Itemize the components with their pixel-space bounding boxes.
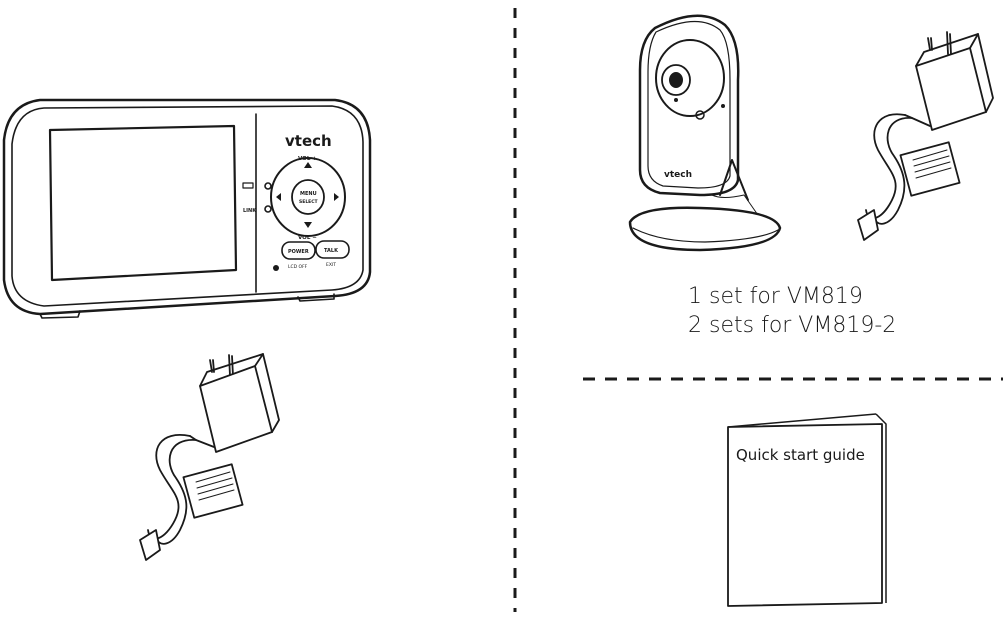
monitor-exit-label: EXIT — [326, 262, 336, 268]
monitor-lcd-off-label: LCD OFF — [288, 264, 308, 270]
quick-start-guide-booklet — [727, 413, 887, 607]
monitor-vol-up-label: VOL + — [298, 156, 317, 162]
monitor-link-label: LINK — [243, 208, 257, 214]
baby-camera — [628, 14, 782, 252]
monitor-power-label: POWER — [288, 249, 309, 255]
power-adapter-left — [139, 353, 280, 561]
camera-quantity-caption: 1 set for VM819 2 sets for VM819-2 — [688, 282, 896, 340]
camera-brand-label: vtech — [664, 170, 692, 180]
monitor-talk-label: TALK — [324, 248, 339, 254]
monitor-select-label: SELECT — [299, 199, 319, 205]
caption-line-1: 1 set for VM819 — [688, 284, 863, 309]
monitor-vol-down-label: VOL − — [298, 235, 317, 241]
guide-title: Quick start guide — [736, 446, 865, 464]
caption-line-2: 2 sets for VM819-2 — [688, 313, 897, 338]
monitor-menu-label: MENU — [300, 191, 317, 197]
monitor-brand-label: vtech — [285, 132, 332, 150]
power-adapter-right — [857, 31, 994, 241]
parent-monitor — [2, 98, 372, 319]
